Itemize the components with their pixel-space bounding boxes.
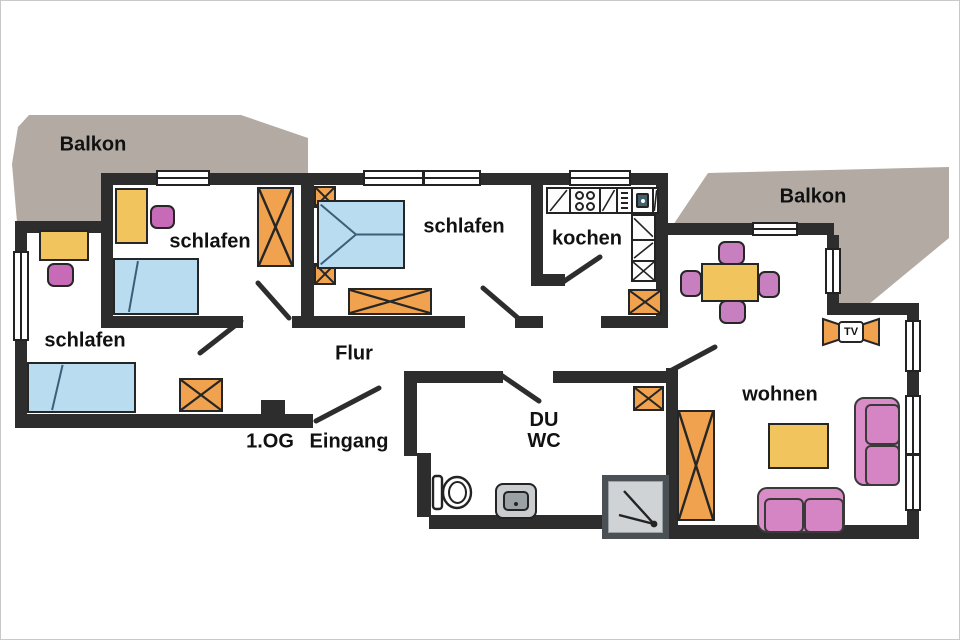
wall	[292, 316, 314, 328]
kitchen-cabinet	[633, 216, 654, 239]
wall	[404, 371, 503, 383]
room-label-bedroom-bottom-left: schlafen	[44, 329, 126, 352]
dresser	[348, 288, 432, 315]
wall	[553, 371, 676, 383]
desk	[115, 188, 148, 244]
tv-label: TV	[843, 326, 859, 339]
kitchen-cabinet	[548, 189, 569, 212]
balcony-left-deck	[12, 115, 308, 222]
floor-level-label: 1.OG	[246, 430, 294, 453]
wall	[15, 414, 313, 428]
room-label-hallway: Flur	[335, 342, 373, 365]
chair	[150, 205, 175, 229]
window	[569, 170, 631, 186]
door-swing	[197, 318, 244, 356]
window	[905, 320, 921, 372]
wall	[666, 368, 678, 533]
wall	[417, 453, 431, 517]
wardrobe	[677, 410, 715, 521]
double-bed	[317, 200, 405, 269]
bathroom-label-line2: WC	[527, 430, 561, 452]
chair	[758, 271, 780, 298]
room-label-bedroom-top-left: schlafen	[169, 230, 251, 253]
sofa	[757, 487, 845, 533]
wall	[515, 316, 543, 328]
wall	[314, 316, 465, 328]
door-swing	[480, 285, 521, 321]
wall	[429, 515, 607, 529]
coffee-table	[768, 423, 829, 469]
bathroom-label-line1: DU	[529, 409, 559, 431]
room-label-balcony-right: Balkon	[779, 185, 847, 208]
wall	[531, 185, 543, 286]
wall	[827, 303, 919, 315]
wall-pillar	[261, 400, 285, 416]
window	[156, 170, 210, 186]
room-label-kitchen: kochen	[551, 227, 623, 250]
desk	[39, 230, 89, 261]
door-swing	[313, 385, 382, 424]
shower	[602, 475, 669, 539]
wall	[101, 185, 113, 328]
cabinet	[633, 386, 664, 411]
door-swing	[669, 344, 718, 373]
toilet	[431, 473, 474, 512]
kitchen-counter	[546, 187, 659, 214]
kitchen-cabinet	[633, 260, 654, 280]
balcony-right-deck	[671, 167, 949, 309]
window	[13, 251, 29, 341]
door-swing	[498, 372, 542, 404]
door-swing	[255, 280, 292, 321]
kitchen-cabinet	[652, 189, 657, 212]
cabinet	[179, 378, 223, 412]
stove-icon	[569, 189, 599, 212]
window	[363, 170, 481, 186]
window	[752, 222, 798, 236]
room-label-bedroom-middle: schlafen	[423, 215, 505, 238]
window	[825, 248, 841, 294]
single-bed	[113, 258, 199, 315]
dining-table	[701, 263, 759, 302]
wall	[531, 274, 565, 286]
room-label-balcony-left: Balkon	[59, 133, 127, 156]
sofa	[854, 397, 900, 486]
wardrobe	[257, 187, 294, 267]
kitchen-cabinet	[633, 239, 654, 260]
wall	[404, 371, 417, 456]
sink	[495, 483, 537, 519]
wall	[301, 185, 314, 328]
entrance-label: Eingang	[309, 430, 389, 453]
wall	[601, 316, 668, 328]
cabinet	[628, 289, 662, 315]
sink-icon	[631, 189, 652, 212]
kitchen-tall-cabinets	[631, 214, 656, 282]
window	[905, 395, 921, 511]
chair	[47, 263, 74, 287]
room-label-bathroom: DU WC	[527, 410, 560, 452]
single-bed	[27, 362, 136, 413]
door-swing	[560, 254, 603, 285]
tv-stand: TV	[821, 317, 881, 347]
wall	[101, 316, 243, 328]
oven-icon	[616, 189, 631, 212]
room-label-living: wohnen	[742, 383, 818, 406]
kitchen-cabinet	[599, 189, 616, 212]
